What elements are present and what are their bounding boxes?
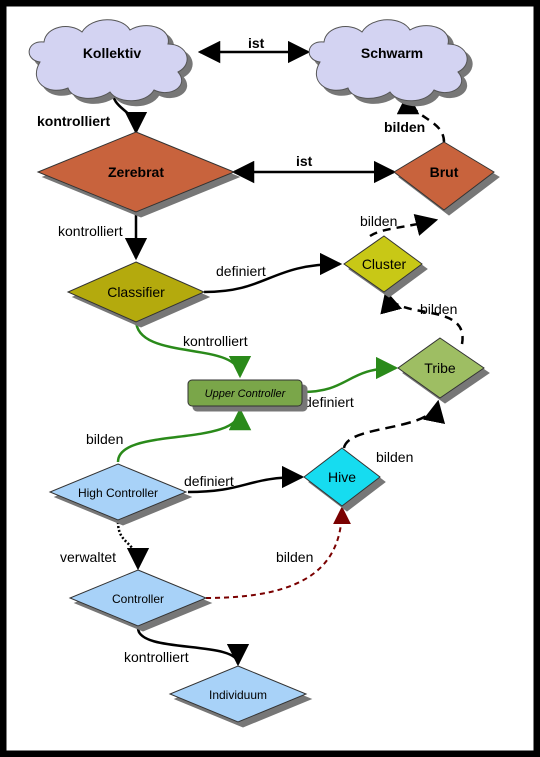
edge-label-kollektiv-zerebrat: kontrolliert: [37, 113, 110, 129]
edge-label-classifier-cluster: definiert: [216, 263, 266, 279]
node-label-brut: Brut: [430, 164, 459, 180]
edge-cluster-brut: [369, 213, 439, 238]
diamond-cluster: [343, 235, 423, 293]
diamond-classifier: [66, 261, 206, 323]
diamond-individuum: [168, 665, 308, 723]
edge-label-high-controller: verwaltet: [60, 549, 116, 565]
edge-label-controller-hive: bilden: [276, 549, 313, 565]
node-label-kollektiv: Kollektiv: [83, 45, 142, 61]
node-label-upper-controller: Upper Controller: [205, 388, 287, 400]
edge-label-classifier-upper: kontrolliert: [183, 333, 248, 349]
node-upper-controller: Upper Controller: [187, 379, 303, 407]
diamond-controller: [68, 569, 208, 627]
edge-label-cluster-brut: bilden: [360, 213, 397, 229]
edge-label-upper-tribe: definiert: [304, 394, 354, 410]
diamond-tribe: [397, 337, 485, 399]
node-zerebrat: Zerebrat: [36, 131, 236, 213]
edge-label-brut-schwarm: bilden: [384, 119, 425, 135]
rect-upper-controller: [187, 379, 303, 407]
edge-label-zerebrat-classifier: kontrolliert: [58, 223, 123, 239]
edge-classifier-cluster: [203, 252, 343, 294]
cloud-shape-kollektiv: [28, 19, 188, 102]
edge-hive-tribe: [342, 399, 445, 449]
node-brut: Brut: [393, 141, 495, 211]
diamond-high-controller: [48, 463, 188, 521]
node-label-schwarm: Schwarm: [361, 45, 423, 61]
edge-controller-individuum: [136, 627, 250, 667]
node-label-individuum: Individuum: [209, 688, 267, 702]
diamond-brut: [393, 141, 495, 211]
edge-label-controller-individuum: kontrolliert: [124, 649, 189, 665]
node-kollektiv: Kollektiv: [28, 19, 188, 102]
edge-high-upper: [116, 407, 252, 463]
diamond-zerebrat: [36, 131, 236, 213]
node-label-hive: Hive: [328, 469, 356, 485]
edge-controller-hive: [205, 506, 351, 599]
node-controller: Controller: [68, 569, 208, 627]
node-individuum: Individuum: [168, 665, 308, 723]
edge-high-controller: [116, 521, 150, 571]
node-classifier: Classifier: [66, 261, 206, 323]
node-tribe: Tribe: [397, 337, 485, 399]
diamond-hive: [303, 447, 381, 507]
node-label-high-controller: High Controller: [78, 486, 158, 500]
edge-label-high-hive: definiert: [184, 473, 234, 489]
edge-label-kollektiv-schwarm: ist: [248, 35, 265, 51]
node-label-classifier: Classifier: [107, 284, 165, 300]
edge-label-high-upper: bilden: [86, 431, 123, 447]
edge-classifier-upper: [134, 319, 252, 379]
node-hive: Hive: [303, 447, 381, 507]
cloud-shape-schwarm: [308, 19, 468, 102]
node-high-controller: High Controller: [48, 463, 188, 521]
node-schwarm: Schwarm: [308, 19, 468, 102]
edge-upper-tribe: [301, 356, 399, 394]
edge-label-hive-tribe: bilden: [376, 449, 413, 465]
edge-label-tribe-cluster: bilden: [420, 301, 457, 317]
node-label-tribe: Tribe: [424, 360, 456, 376]
node-cluster: Cluster: [343, 235, 423, 293]
node-label-zerebrat: Zerebrat: [108, 164, 164, 180]
node-label-controller: Controller: [112, 592, 164, 606]
node-label-cluster: Cluster: [362, 256, 407, 272]
edge-high-hive: [187, 465, 305, 494]
edge-label-zerebrat-brut: ist: [296, 153, 313, 169]
